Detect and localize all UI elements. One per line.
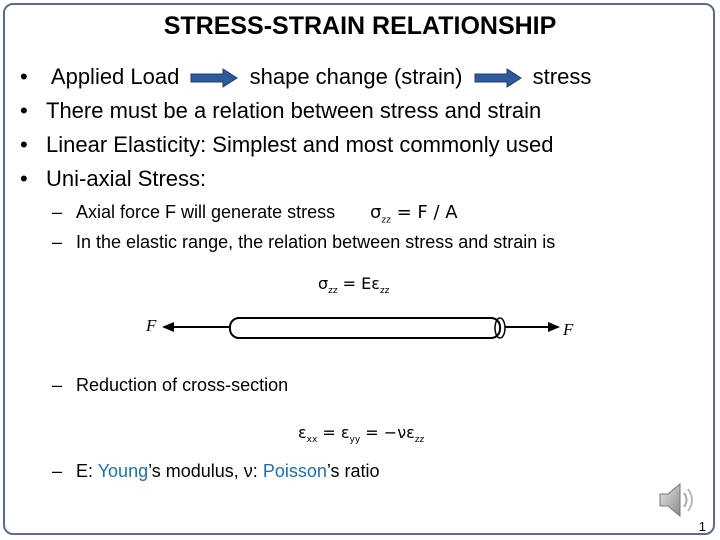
bullet-linear-elasticity: •Linear Elasticity: Simplest and most co… [20, 132, 554, 157]
page-number: 1 [698, 519, 706, 534]
sub-1-text: Axial force F will generate stress [76, 202, 336, 222]
equation-stress-definition: σzz = F / A [370, 202, 458, 226]
speaker-icon[interactable] [656, 478, 700, 522]
right-arrowhead-icon [548, 322, 560, 332]
sub-elastic-range: –In the elastic range, the relation betw… [52, 232, 556, 252]
left-force-label: F [146, 316, 157, 335]
slide-title: STRESS-STRAIN RELATIONSHIP [163, 12, 557, 40]
poisson-link[interactable]: Poisson [262, 461, 327, 481]
equation-poisson: εxx = εyy = −νεzz [298, 423, 425, 446]
right-arrow-icon [474, 68, 522, 89]
right-force-label: F [563, 320, 574, 339]
bullet-applied-load: • Applied Load shape change (strain) str… [20, 64, 592, 89]
slide-frame [3, 3, 715, 535]
bullet-4-text: Uni-axial Stress: [46, 166, 207, 191]
axial-bar-diagram [162, 317, 560, 339]
sub-definitions: –E: Young’s modulus, ν: Poisson’s ratio [52, 461, 380, 481]
sub-2-text: In the elastic range, the relation betwe… [76, 232, 556, 252]
sub-axial-force: –Axial force F will generate stress [52, 202, 336, 222]
bullet-1-part-2: shape change (strain) [249, 64, 463, 89]
young-link[interactable]: Young [97, 461, 149, 481]
equation-hooke: σzz = Eεzz [318, 274, 390, 297]
sub-reduction: –Reduction of cross-section [52, 375, 289, 395]
bullet-1-part-1: Applied Load [50, 64, 180, 89]
bullet-2-text: There must be a relation between stress … [46, 98, 542, 123]
bullet-relation: •There must be a relation between stress… [20, 98, 542, 123]
bullet-uniaxial-stress: •Uni-axial Stress: [20, 166, 207, 191]
bullet-3-text: Linear Elasticity: Simplest and most com… [46, 132, 554, 157]
bar-body [229, 317, 501, 339]
left-arrowhead-icon [162, 322, 174, 332]
right-arrow-icon [190, 68, 239, 89]
bullet-1-part-3: stress [532, 64, 592, 89]
sub-3-text: Reduction of cross-section [76, 375, 289, 395]
